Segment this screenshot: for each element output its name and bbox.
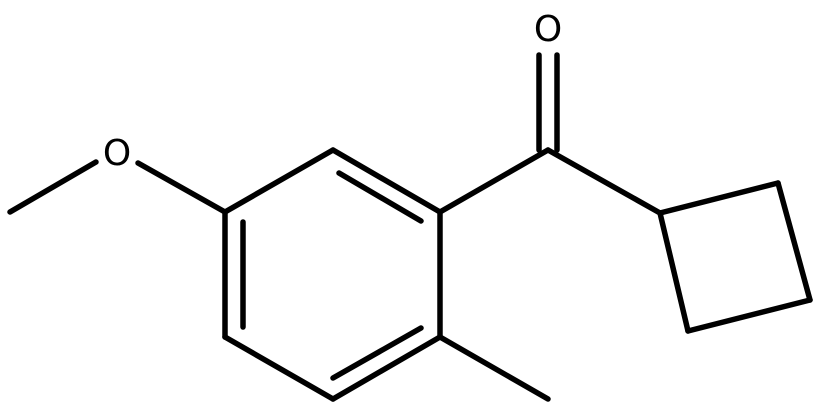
bond-ring-c2-c3-outer xyxy=(330,147,443,215)
bond-carbonyl-cyclobutyl xyxy=(545,147,663,216)
bond-methyl-methoxy-oxygen xyxy=(7,159,99,215)
bond-methoxy-oxygen-ring xyxy=(135,160,228,215)
bond-ring-c4-c5-outer xyxy=(330,334,443,402)
bond-cyclobutane-4 xyxy=(657,210,691,334)
bond-ring-c1-c2 xyxy=(222,147,336,215)
bond-cyclobutane-1 xyxy=(657,180,781,216)
atom-label-carbonyl-oxygen: O xyxy=(534,9,562,50)
bond-ring-c4-c5-inner xyxy=(330,325,424,381)
bond-cyclobutane-3 xyxy=(685,297,813,334)
bond-ring-carbonyl-carbon xyxy=(437,147,551,215)
bond-cyclobutane-2 xyxy=(775,180,813,303)
bond-ring-c5-c6 xyxy=(222,334,336,402)
atom-label-methoxy-oxygen: O xyxy=(103,133,131,174)
bond-ring-c2-c3-inner xyxy=(336,170,424,224)
bond-ring-methyl xyxy=(437,334,551,402)
